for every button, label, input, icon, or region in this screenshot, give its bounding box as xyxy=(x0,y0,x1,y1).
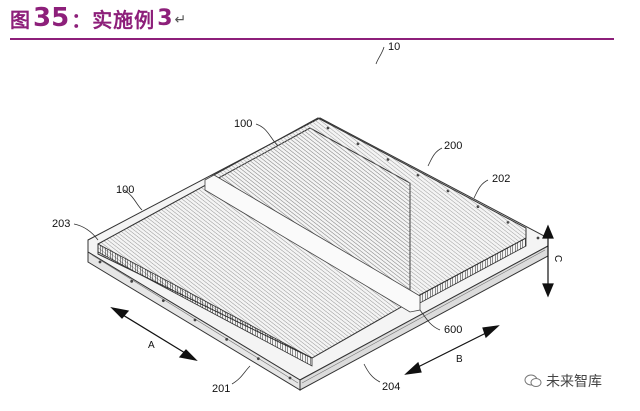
mounting-hole xyxy=(98,260,102,264)
arrow-a-line xyxy=(117,311,191,357)
leader-203 xyxy=(73,223,99,241)
leader-100-upper xyxy=(255,123,279,147)
figure-label: 图 xyxy=(10,7,31,32)
axis-label-c: C xyxy=(552,255,563,262)
figure-number: 35 xyxy=(33,3,70,33)
arrow-a-head-1 xyxy=(110,307,130,319)
label-201: 201 xyxy=(212,383,230,395)
wechat-icon xyxy=(524,374,542,387)
mounting-hole xyxy=(288,376,292,380)
label-100-lower: 100 xyxy=(116,184,134,196)
axis-label-b: B xyxy=(456,354,463,365)
mounting-hole xyxy=(193,318,197,322)
mounting-hole xyxy=(256,357,260,361)
arrow-b-line xyxy=(411,329,493,371)
label-100-upper: 100 xyxy=(234,118,252,130)
leader-10 xyxy=(375,46,385,65)
title-divider xyxy=(10,38,614,40)
leader-100-lower xyxy=(123,189,143,211)
leader-600 xyxy=(419,309,441,331)
return-mark: ↵ xyxy=(174,12,187,28)
mounting-hole xyxy=(161,299,165,303)
axis-label-a: A xyxy=(148,340,155,351)
leader-202 xyxy=(473,179,489,199)
arrow-a-head-2 xyxy=(178,349,198,361)
label-600: 600 xyxy=(444,324,462,336)
watermark: 未来智库 xyxy=(524,371,602,391)
arrow-c-head-1 xyxy=(542,224,554,239)
leader-201 xyxy=(231,365,251,385)
arrow-b-head-2 xyxy=(482,325,500,339)
label-204: 204 xyxy=(382,381,400,393)
mounting-hole xyxy=(225,337,229,341)
figure-title: 图 35 ： 实施例 3 ↵ xyxy=(10,2,186,34)
dimension-arrows xyxy=(110,224,554,375)
arrow-c-head-2 xyxy=(542,283,554,298)
leader-200 xyxy=(427,147,443,167)
label-200: 200 xyxy=(444,140,462,152)
leader-lines xyxy=(73,46,489,385)
figure-caption: 实施例 xyxy=(92,7,156,32)
figure-caption-number: 3 xyxy=(157,5,173,31)
watermark-text: 未来智库 xyxy=(546,374,602,390)
label-203: 203 xyxy=(52,218,70,230)
leader-204 xyxy=(363,363,381,383)
figure-colon: ： xyxy=(71,7,93,32)
arrow-b-head-1 xyxy=(404,361,422,375)
label-202: 202 xyxy=(492,173,510,185)
mounting-hole xyxy=(536,236,540,240)
label-10: 10 xyxy=(388,41,400,53)
mounting-hole xyxy=(130,279,134,283)
